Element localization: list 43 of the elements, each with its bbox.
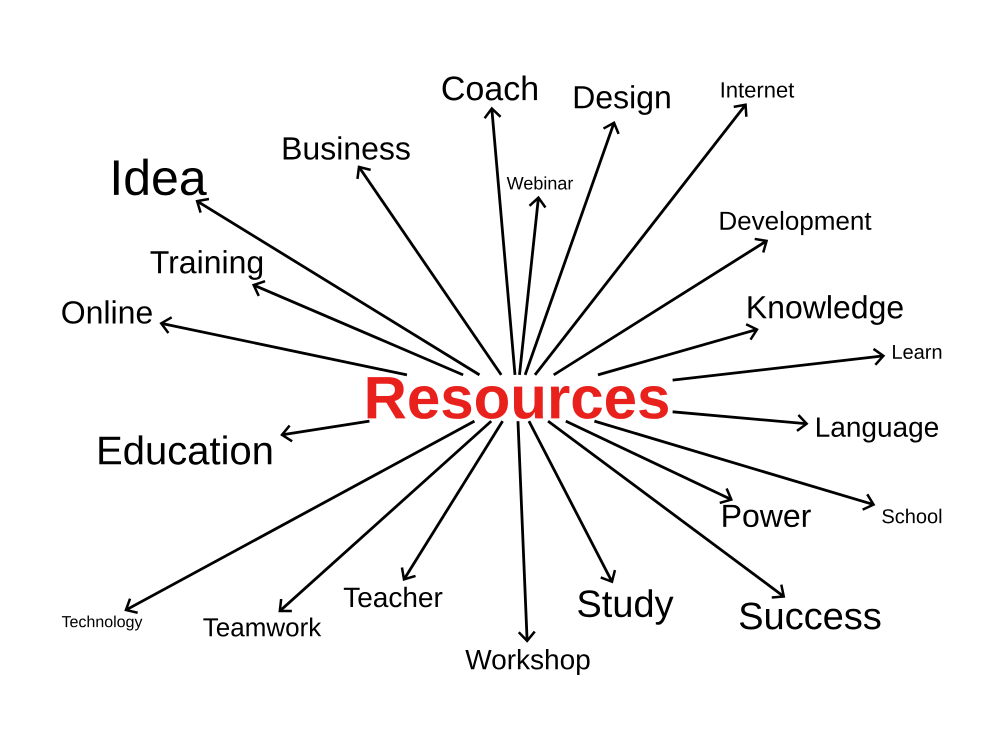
keyword: Technology [62, 616, 142, 630]
arrow [528, 420, 616, 584]
arrow [672, 410, 809, 432]
keyword: Design [574, 85, 670, 115]
arrow [672, 348, 886, 382]
arrow [280, 420, 370, 442]
keyword: Development [720, 210, 872, 236]
keyword: Webinar [506, 176, 574, 190]
keyword: Training [150, 250, 262, 280]
keyword: Knowledge [748, 295, 903, 325]
arrow [598, 323, 759, 376]
arrow [159, 316, 408, 376]
arrow [552, 238, 768, 376]
arrow [534, 103, 748, 376]
arrow [518, 196, 546, 376]
arrow [400, 420, 504, 581]
keyword: Workshop [465, 648, 590, 676]
keyword: Business [284, 136, 410, 160]
keyword: Internet [722, 82, 794, 98]
keyword: School [882, 508, 942, 524]
topic-word: Resources [368, 377, 668, 419]
arrow [484, 106, 516, 375]
arrow [278, 420, 492, 612]
keyword: Online [62, 300, 152, 324]
keyword: Power [723, 504, 811, 528]
arrow [594, 420, 876, 511]
keyword: Teacher [344, 586, 442, 608]
arrow [252, 280, 464, 376]
arrow [356, 165, 502, 376]
keyword: Success [740, 602, 880, 630]
keyword: Coach [442, 76, 537, 100]
keyword: Language [817, 417, 938, 443]
keyword: Teamwork [203, 617, 322, 637]
keyword: Idea [114, 158, 207, 196]
arrow [565, 420, 733, 504]
arrow [516, 421, 536, 643]
arrow [547, 420, 786, 599]
keyword: Study [578, 589, 674, 625]
arrow [196, 198, 480, 376]
arrow [124, 420, 476, 614]
keyword: Learn [893, 345, 942, 359]
arrow [524, 120, 620, 376]
keyword: Education [99, 435, 272, 465]
